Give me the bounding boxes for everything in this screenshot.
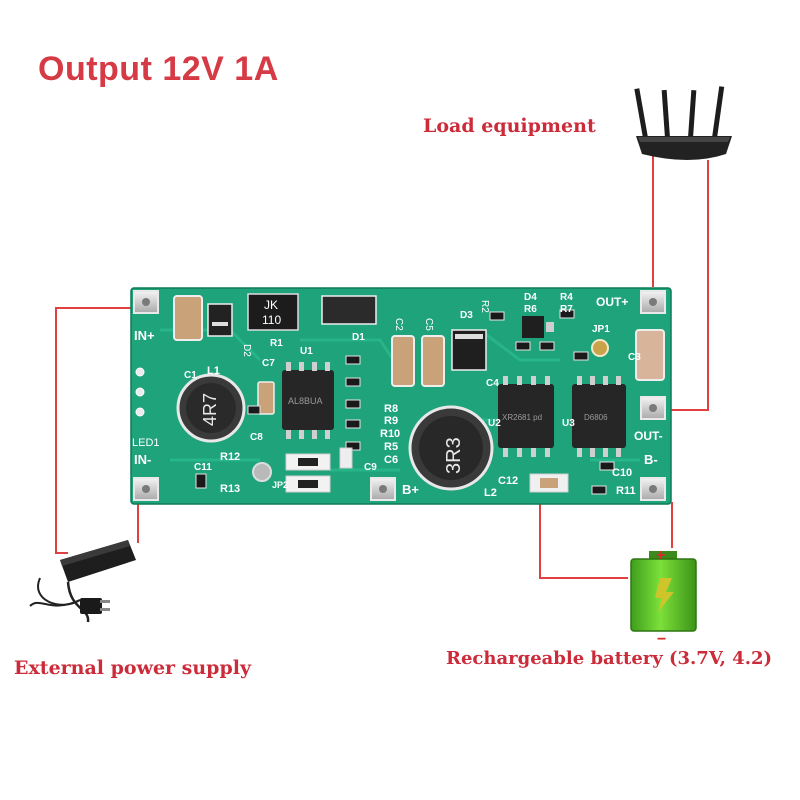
silk-out-plus: OUT+ [596,295,628,309]
silk-r4: R4 [560,292,573,303]
inductor-l2 [408,405,494,491]
silk-r5: R5 [384,441,398,453]
silk-b-plus: B+ [402,482,419,497]
silk-c8: C8 [250,432,263,443]
silk-d2: D2 [241,344,252,357]
silk-u2: U2 [488,418,501,429]
silk-u3: U3 [562,418,575,429]
silk-r13: R13 [220,483,240,495]
chip-u3-marking: D6806 [584,413,608,422]
silk-jp1: JP1 [592,324,610,335]
silk-c11: C11 [194,462,212,473]
rechargeable-battery-label: Rechargeable battery (3.7V, 4.2) [446,648,773,669]
silk-c12: C12 [498,475,518,487]
jk-regulator [247,293,299,331]
jk-top-label: JK [264,298,278,312]
inductor-l2-marking: 3R3 [443,437,465,474]
smd-capacitors [173,295,665,415]
silk-u1: U1 [300,346,313,357]
page-title: Output 12V 1A [38,50,279,88]
pcb-board: IN+ IN- LED1 OUT+ OUT- B- B+ JP1 L1 L2 R… [130,287,672,505]
silk-c1: C1 [184,370,197,381]
ic-u3 [572,376,626,457]
ic-u2 [498,376,554,457]
inductor-l1-marking: 4R7 [200,393,220,426]
silk-d4: D4 [524,292,537,303]
silk-in-minus: IN- [134,452,151,467]
wire-battery-positive [539,490,628,579]
chip-u2-marking: XR2681 pd [502,413,542,422]
router-icon [634,86,732,160]
silk-c9: C9 [364,462,377,473]
silk-jp2: JP2 [272,480,288,490]
diodes [207,295,487,371]
silk-r11: R11 [616,485,636,497]
chip-u1-marking: AL8BUA [288,396,323,406]
silk-l1: L1 [207,365,220,377]
silk-c7: C7 [262,358,275,369]
wire-supply-positive [55,307,143,554]
battery-plus-label: + [656,547,665,564]
silk-r1: R1 [270,338,283,349]
silk-d3: D3 [460,310,473,321]
battery-minus-label: − [657,631,666,648]
jk-bottom-label: 110 [262,313,281,327]
silk-in-plus: IN+ [134,328,155,343]
wires [55,155,709,579]
silk-c6: C6 [384,454,398,466]
silk-b-minus: B- [644,452,658,467]
silk-r2: R2 [479,300,490,313]
silk-c5: C5 [423,318,434,331]
silk-r8: R8 [384,403,398,415]
silk-r12: R12 [220,451,240,463]
battery-icon: + − [630,547,697,648]
silk-c2: C2 [393,318,404,331]
load-equipment-label: Load equipment [423,115,596,137]
silk-r10: R10 [380,428,400,440]
silk-c4: C4 [486,378,499,389]
silk-r7: R7 [560,304,573,315]
external-power-supply-label: External power supply [14,657,252,679]
silk-c3: C3 [628,352,641,363]
silk-led1: LED1 [132,437,160,449]
silk-c10: C10 [612,467,632,479]
silk-out-minus: OUT- [634,429,663,443]
silk-r9: R9 [384,415,398,427]
ic-u1 [282,362,334,439]
inductor-l1 [176,373,246,443]
power-adapter-icon [29,540,136,623]
wire-load-positive [664,160,709,411]
silk-l2: L2 [484,487,497,499]
silk-d1: D1 [352,332,365,343]
silk-r6: R6 [524,304,537,315]
